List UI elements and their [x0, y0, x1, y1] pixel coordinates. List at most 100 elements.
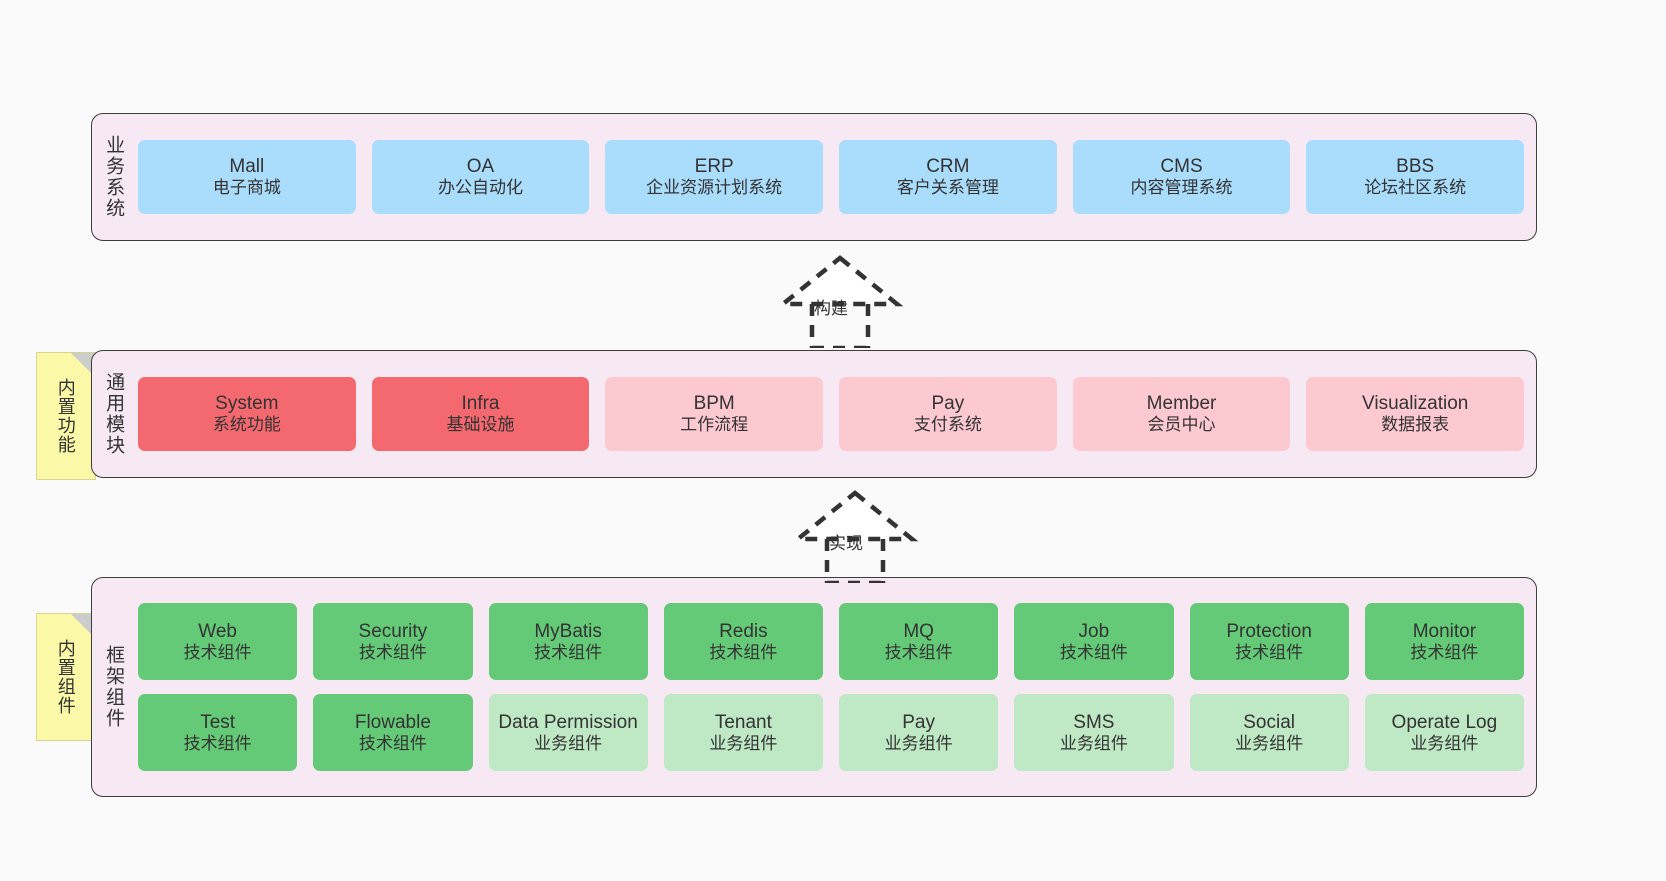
node-mybatis[interactable]: MyBatis 技术组件 — [488, 603, 648, 680]
node-label-cn: 业务组件 — [1235, 733, 1304, 753]
node-system[interactable]: System 系统功能 — [138, 377, 356, 451]
node-label-en: MyBatis — [534, 620, 602, 642]
node-label-cn: 会员中心 — [1147, 415, 1216, 435]
node-label-en: Security — [358, 620, 428, 642]
node-label-en: Web — [198, 620, 237, 642]
node-label-en: Tenant — [714, 711, 772, 733]
node-label-cn: 内容管理系统 — [1130, 178, 1233, 198]
node-label-cn: 技术组件 — [358, 642, 427, 662]
node-infra[interactable]: Infra 基础设施 — [371, 377, 590, 451]
node-label-en: Pay — [931, 393, 965, 415]
layer-business-system[interactable]: 业务系统 Mall 电子商城 OA 办公自动化 ERP 企业资源计划系统 CRM… — [91, 113, 1537, 241]
node-label-en: ERP — [694, 156, 734, 178]
node-label-cn: 电子商城 — [212, 178, 281, 198]
node-label-en: Monitor — [1412, 620, 1477, 642]
node-label-cn: 技术组件 — [884, 642, 953, 662]
node-protection[interactable]: Protection 技术组件 — [1189, 603, 1349, 680]
note-label: 内置组件 — [55, 639, 76, 715]
layer-title-framework-components: 框架组件 — [103, 645, 125, 729]
node-label-cn: 业务组件 — [1410, 733, 1479, 753]
node-label-cn: 系统功能 — [212, 415, 281, 435]
node-label-en: Test — [200, 711, 236, 733]
node-label-en: System — [215, 393, 279, 415]
node-label-en: SMS — [1073, 711, 1115, 733]
node-visualization[interactable]: Visualization 数据报表 — [1306, 377, 1525, 451]
node-member[interactable]: Member 会员中心 — [1072, 377, 1291, 451]
arrow-build: 构建 — [750, 252, 930, 351]
node-label-cn: 业务组件 — [884, 733, 953, 753]
arrow-label-build: 构建 — [814, 299, 848, 318]
node-label-en: Infra — [461, 393, 500, 415]
note-label: 内置功能 — [55, 378, 76, 454]
node-label-cn: 基础设施 — [446, 415, 515, 435]
node-mq[interactable]: MQ 技术组件 — [839, 603, 999, 680]
node-label-cn: 技术组件 — [358, 733, 427, 753]
layer-common-modules[interactable]: 通用模块 System 系统功能 Infra 基础设施 BPM 工作流程 Pay… — [91, 350, 1537, 478]
node-pay-component[interactable]: Pay 业务组件 — [839, 694, 999, 771]
node-flowable[interactable]: Flowable 技术组件 — [313, 694, 473, 771]
node-erp[interactable]: ERP 企业资源计划系统 — [605, 140, 824, 214]
node-label-en: BBS — [1396, 156, 1435, 178]
node-label-en: Social — [1243, 711, 1295, 733]
node-social[interactable]: Social 业务组件 — [1189, 694, 1349, 771]
layer-body-common-modules: System 系统功能 Infra 基础设施 BPM 工作流程 Pay 支付系统… — [134, 351, 1536, 477]
node-row: Mall 电子商城 OA 办公自动化 ERP 企业资源计划系统 CRM 客户关系… — [138, 140, 1525, 214]
node-test[interactable]: Test 技术组件 — [138, 694, 298, 771]
node-label-cn: 业务组件 — [534, 733, 603, 753]
node-label-cn: 业务组件 — [1059, 733, 1128, 753]
node-label-cn: 企业资源计划系统 — [646, 178, 783, 198]
node-cms[interactable]: CMS 内容管理系统 — [1072, 140, 1291, 214]
layer-title-business-system: 业务系统 — [103, 135, 125, 219]
node-label-cn: 技术组件 — [1410, 642, 1479, 662]
node-bpm[interactable]: BPM 工作流程 — [605, 377, 824, 451]
node-bbs[interactable]: BBS 论坛社区系统 — [1306, 140, 1525, 214]
node-label-en: CMS — [1160, 156, 1203, 178]
layer-body-business-system: Mall 电子商城 OA 办公自动化 ERP 企业资源计划系统 CRM 客户关系… — [134, 114, 1536, 240]
node-label-cn: 技术组件 — [1235, 642, 1304, 662]
node-monitor[interactable]: Monitor 技术组件 — [1364, 603, 1524, 680]
node-sms[interactable]: SMS 业务组件 — [1014, 694, 1174, 771]
node-label-en: MQ — [903, 620, 934, 642]
layer-framework-components[interactable]: 框架组件 Web 技术组件 Security 技术组件 MyBatis 技术组件… — [91, 577, 1537, 797]
node-job[interactable]: Job 技术组件 — [1014, 603, 1174, 680]
node-crm[interactable]: CRM 客户关系管理 — [839, 140, 1057, 214]
node-web[interactable]: Web 技术组件 — [138, 603, 298, 680]
node-label-en: Job — [1078, 620, 1110, 642]
node-label-en: BPM — [693, 393, 735, 415]
node-label-en: Protection — [1226, 620, 1312, 642]
node-oa[interactable]: OA 办公自动化 — [371, 140, 590, 214]
node-label-en: Redis — [719, 620, 768, 642]
node-label-cn: 技术组件 — [183, 733, 252, 753]
node-row: System 系统功能 Infra 基础设施 BPM 工作流程 Pay 支付系统… — [138, 377, 1525, 451]
node-label-cn: 客户关系管理 — [896, 178, 999, 198]
node-data-permission[interactable]: Data Permission 业务组件 — [488, 694, 648, 771]
node-row: Test 技术组件 Flowable 技术组件 Data Permission … — [138, 694, 1524, 771]
node-security[interactable]: Security 技术组件 — [313, 603, 473, 680]
node-label-en: Visualization — [1362, 393, 1469, 415]
node-label-en: Flowable — [354, 711, 431, 733]
node-label-cn: 工作流程 — [680, 415, 749, 435]
node-pay-module[interactable]: Pay 支付系统 — [839, 377, 1057, 451]
node-label-en: Data Permission — [498, 711, 638, 733]
arrow-label-implement: 实现 — [829, 534, 863, 553]
layer-title-common-modules: 通用模块 — [103, 372, 125, 456]
node-label-en: Mall — [229, 156, 265, 178]
note-builtin-features[interactable]: 内置功能 — [36, 352, 96, 480]
node-label-cn: 技术组件 — [1059, 642, 1128, 662]
node-operate-log[interactable]: Operate Log 业务组件 — [1364, 694, 1524, 771]
node-label-en: Pay — [902, 711, 935, 733]
node-label-en: Operate Log — [1391, 711, 1498, 733]
node-label-cn: 技术组件 — [183, 642, 252, 662]
node-label-cn: 业务组件 — [709, 733, 778, 753]
node-mall[interactable]: Mall 电子商城 — [138, 140, 356, 214]
node-label-cn: 论坛社区系统 — [1364, 178, 1467, 198]
node-tenant[interactable]: Tenant 业务组件 — [663, 694, 823, 771]
node-redis[interactable]: Redis 技术组件 — [663, 603, 823, 680]
note-builtin-components[interactable]: 内置组件 — [36, 613, 96, 741]
node-label-cn: 办公自动化 — [438, 178, 523, 198]
layer-body-framework-components: Web 技术组件 Security 技术组件 MyBatis 技术组件 Redi… — [134, 578, 1536, 796]
node-label-cn: 数据报表 — [1381, 415, 1450, 435]
node-label-cn: 技术组件 — [709, 642, 778, 662]
node-row: Web 技术组件 Security 技术组件 MyBatis 技术组件 Redi… — [138, 603, 1524, 680]
